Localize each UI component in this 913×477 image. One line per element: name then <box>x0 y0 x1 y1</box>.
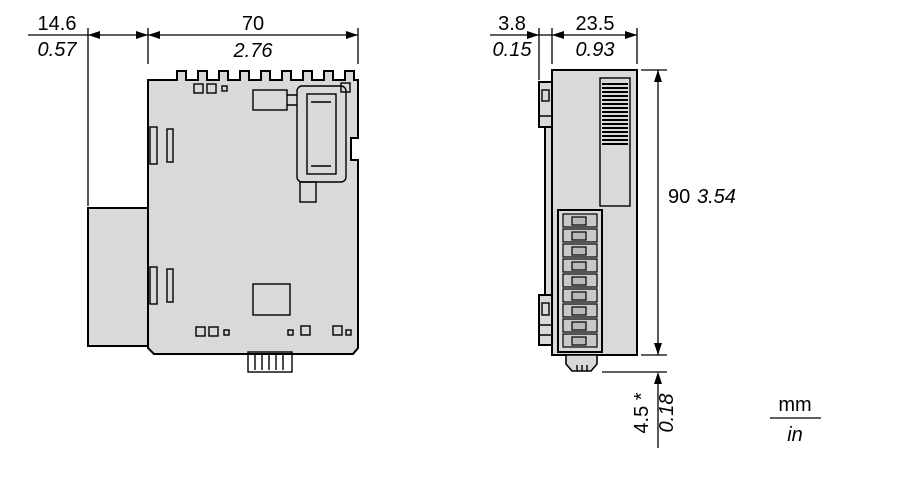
units-legend: mm in <box>770 394 821 446</box>
arrowhead <box>527 31 539 39</box>
dim-hook-depth-in: 0.15 <box>493 39 533 61</box>
side-view-details <box>149 82 352 337</box>
arrowhead <box>148 31 160 39</box>
arrowhead <box>654 70 662 82</box>
front-view <box>538 69 638 372</box>
side-view <box>87 70 359 373</box>
units-mm-label: mm <box>778 394 811 416</box>
mounting-slot <box>166 128 174 163</box>
arrowhead <box>346 31 358 39</box>
dim-side-width-mm: 70 <box>242 13 264 35</box>
bottom-din-latch <box>565 354 598 372</box>
mounting-slot <box>149 266 158 305</box>
arrowhead <box>88 31 100 39</box>
bus-connector <box>599 77 631 207</box>
units-in-label: in <box>787 424 803 446</box>
arrowhead <box>136 31 148 39</box>
module-body-side <box>147 70 359 355</box>
arrowhead <box>654 372 662 384</box>
arrowhead <box>552 31 564 39</box>
dimension-annotations: 14.6 0.57 70 2.76 3.8 0.15 23.5 0.93 90 … <box>28 13 736 448</box>
dim-clip-depth-in: 0.57 <box>38 39 78 61</box>
din-hook-strip <box>538 81 553 346</box>
lower-port <box>252 283 291 316</box>
din-clip-block <box>87 207 149 347</box>
expansion-connector <box>252 85 347 203</box>
dim-front-width-in: 0.93 <box>576 39 615 61</box>
dim-latch-extension-in: 0.18 <box>656 394 678 433</box>
dim-height-in: 3.54 <box>697 186 736 208</box>
terminal-block <box>557 209 603 353</box>
arrowhead <box>654 343 662 355</box>
dim-latch-extension-mm: 4.5 * <box>631 392 653 433</box>
dim-front-width-mm: 23.5 <box>576 13 615 35</box>
dim-hook-depth-mm: 3.8 <box>498 13 526 35</box>
bottom-comb-connector <box>247 351 293 373</box>
arrowhead <box>625 31 637 39</box>
dim-height-mm: 90 <box>668 186 690 208</box>
dim-side-width-in: 2.76 <box>233 40 274 62</box>
mounting-slot <box>149 126 158 165</box>
dim-clip-depth-mm: 14.6 <box>38 13 77 35</box>
mounting-slot <box>166 268 174 303</box>
